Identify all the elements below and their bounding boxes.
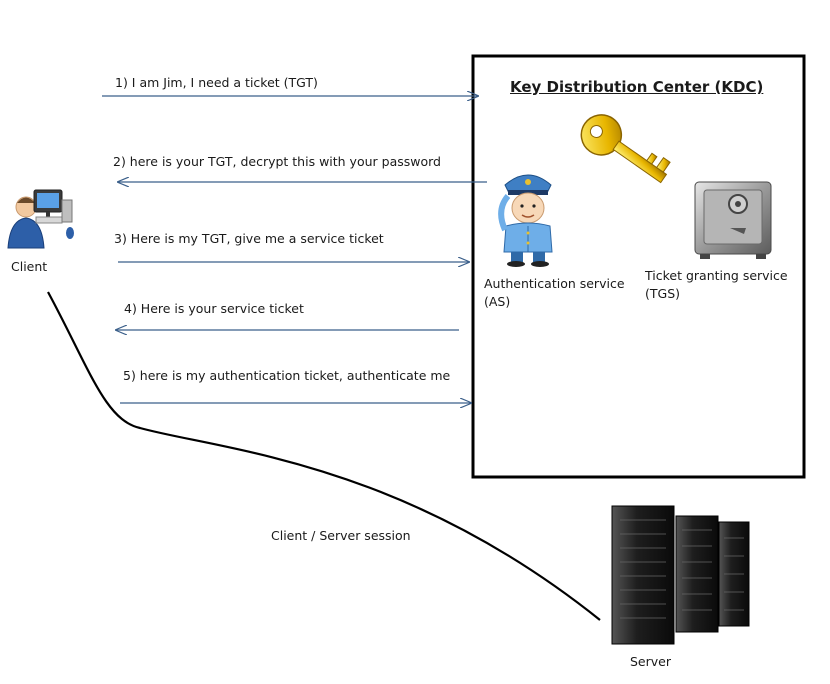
session-curve — [47, 291, 601, 621]
session-label: Client / Server session — [271, 528, 411, 543]
client-label: Client — [11, 259, 48, 274]
message-4-label: 4) Here is your service ticket — [124, 301, 304, 316]
as-label-line2: (AS) — [484, 294, 511, 309]
safe-icon — [694, 181, 772, 259]
message-2-label: 2) here is your TGT, decrypt this with y… — [113, 154, 441, 169]
key-icon — [580, 114, 671, 184]
server-rack-icon — [611, 505, 750, 645]
server-label: Server — [630, 654, 671, 669]
security-guard-icon — [498, 174, 553, 267]
message-3-label: 3) Here is my TGT, give me a service tic… — [114, 231, 384, 246]
tgs-label-line2: (TGS) — [645, 286, 681, 301]
tgs-label-line1: Ticket granting service — [645, 268, 788, 283]
as-label-line1: Authentication service — [484, 276, 625, 291]
computer-user-icon — [7, 189, 74, 249]
message-1-label: 1) I am Jim, I need a ticket (TGT) — [115, 75, 318, 90]
message-5-label: 5) here is my authentication ticket, aut… — [123, 368, 451, 383]
kdc-box — [471, 54, 806, 479]
kdc-title: Key Distribution Center (KDC) — [510, 78, 764, 96]
